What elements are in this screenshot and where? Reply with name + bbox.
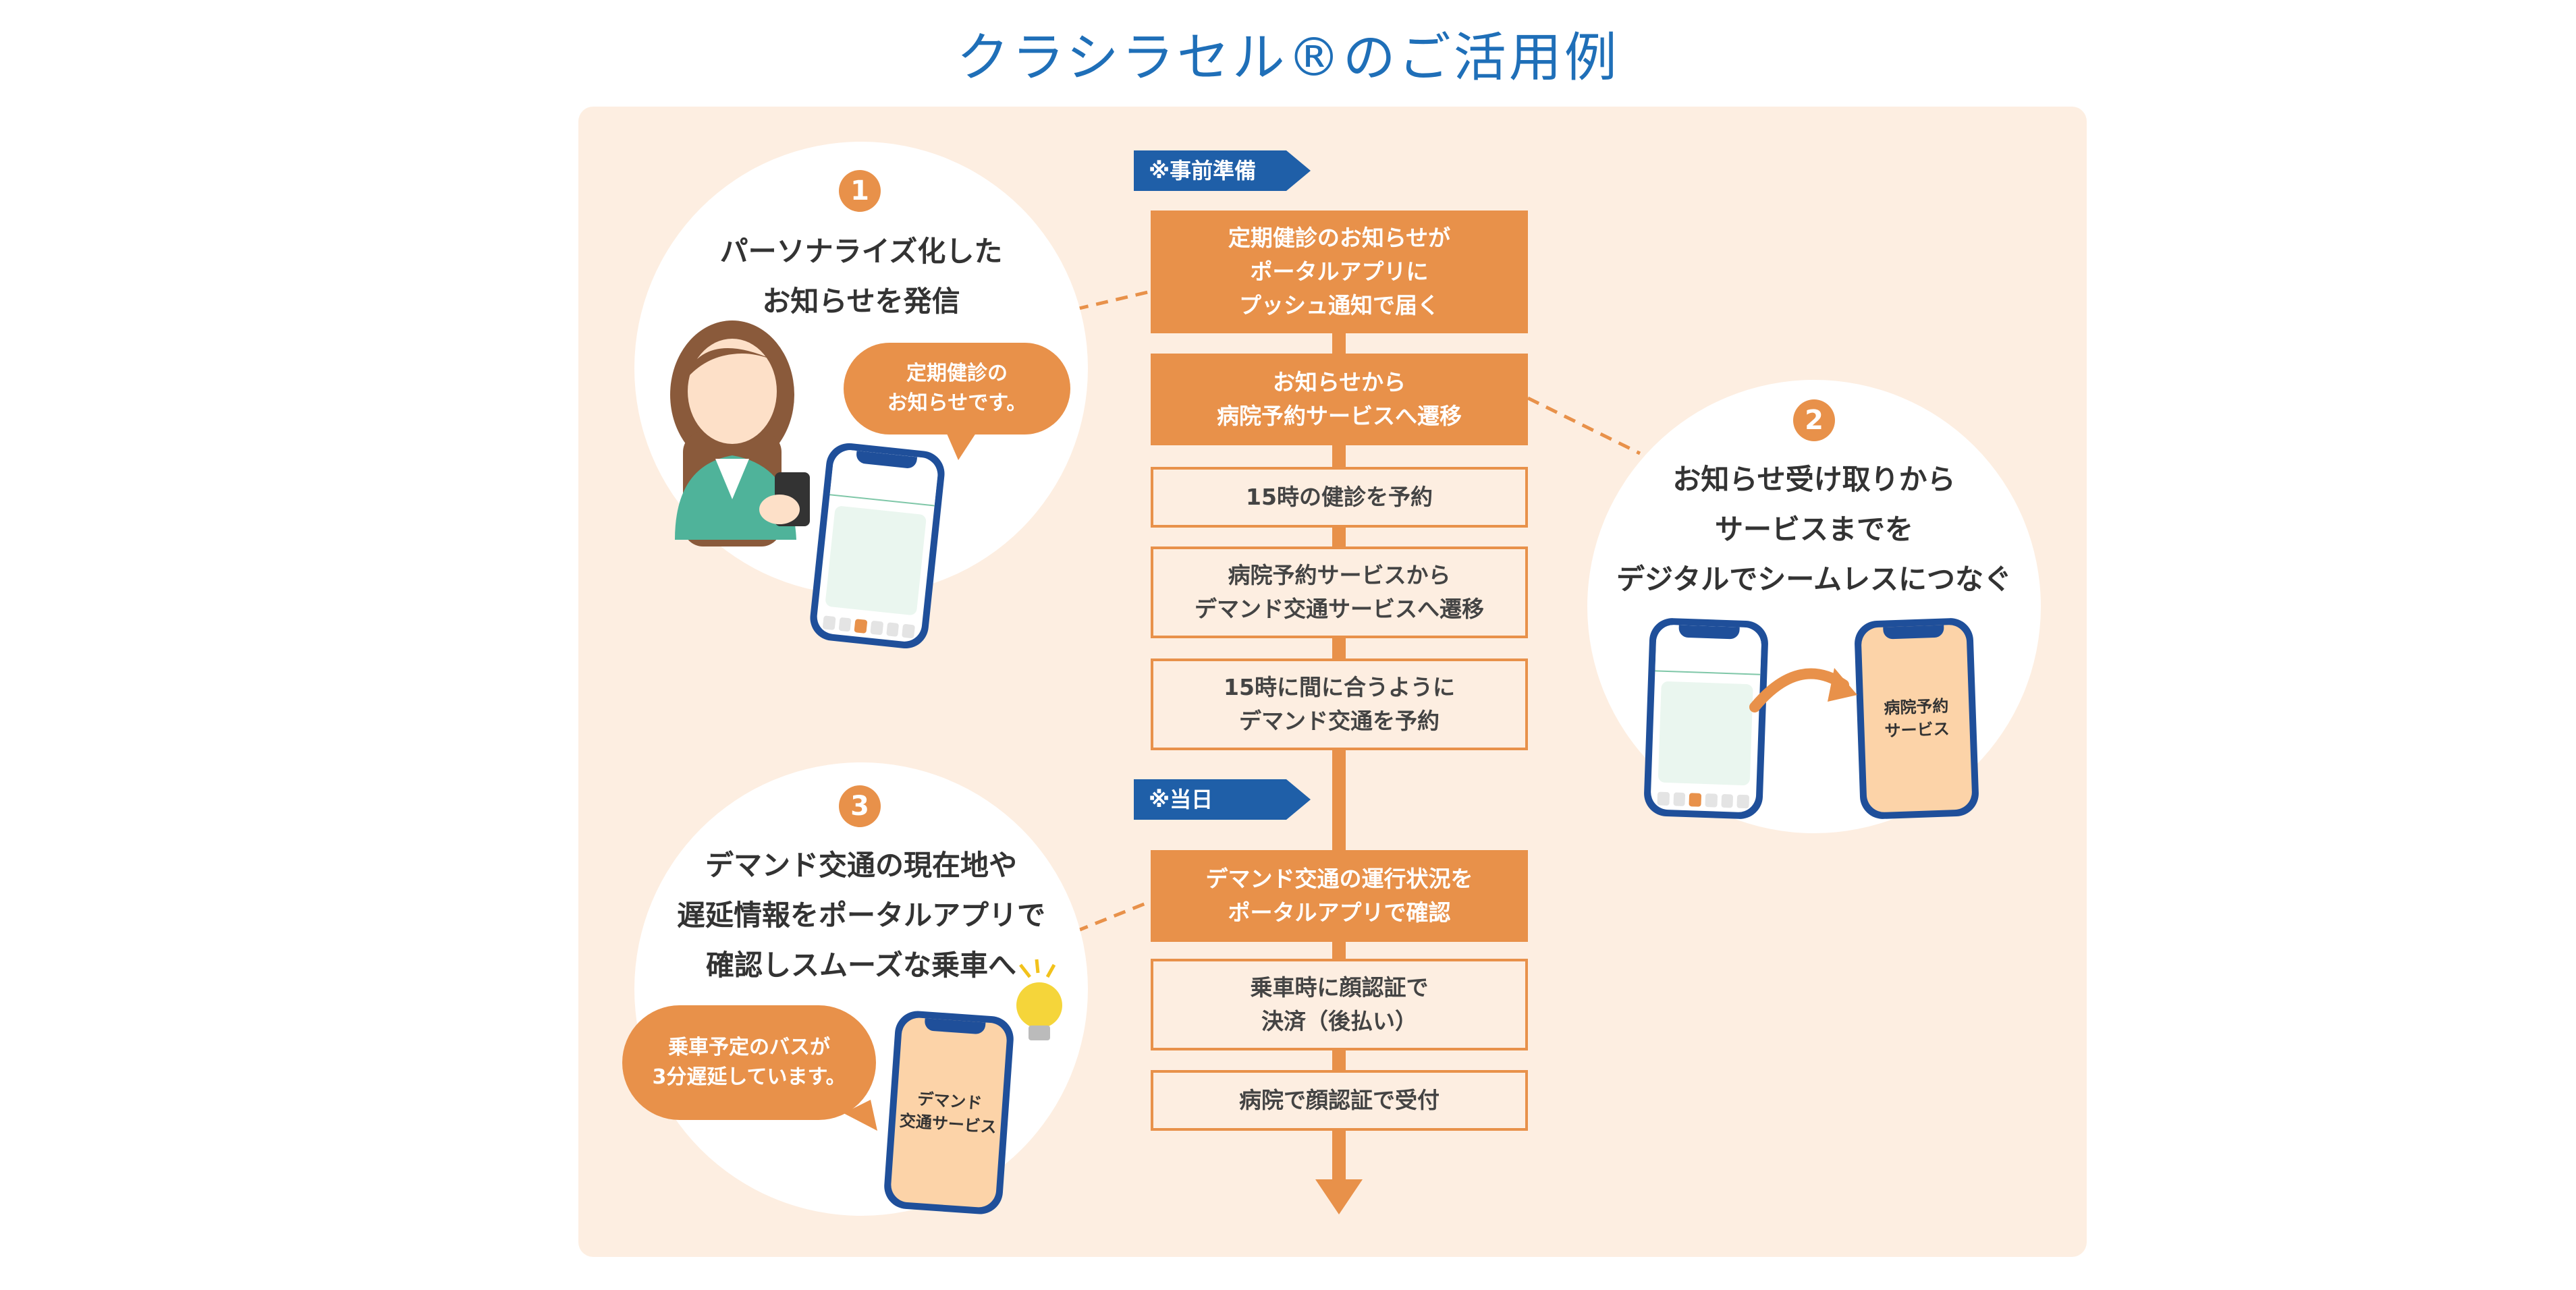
tag-day: ※当日 <box>1134 779 1311 820</box>
connector-2 <box>1527 396 1641 455</box>
point-3-circle <box>634 762 1088 1216</box>
flow-arrow-head <box>1315 1179 1363 1214</box>
point-3-bubble: 乗車予定のバスが 3分遅延しています。 <box>622 1005 876 1120</box>
page-title: クラシラセル®のご活用例 <box>956 28 1620 88</box>
point-3-text: デマンド交通の現在地や 遅延情報をポータルアプリで 確認しスムーズな乗車へ <box>676 849 1045 982</box>
point-2-number: 2 <box>1793 399 1835 441</box>
point-1-number: 1 <box>839 170 881 212</box>
tag-prep: ※事前準備 <box>1134 150 1311 191</box>
step-3: 15時の健診を予約 <box>1151 467 1528 528</box>
step-4: 病院予約サービスから デマンド交通サービスへ遷移 <box>1151 546 1528 638</box>
point-1-bubble: 定期健診の お知らせです。 <box>844 343 1070 434</box>
step-1: 定期健診のお知らせが ポータルアプリに プッシュ通知で届く <box>1151 211 1528 333</box>
step-7: 乗車時に顔認証で 決済（後払い） <box>1151 959 1528 1050</box>
point-3-number: 3 <box>839 785 881 827</box>
point-1-text: パーソナライズ化した お知らせを発信 <box>719 235 1003 318</box>
step-8: 病院で顔認証で受付 <box>1151 1070 1528 1131</box>
step-6: デマンド交通の運行状況を ポータルアプリで確認 <box>1151 850 1528 942</box>
connector-1 <box>1076 289 1151 311</box>
connector-3 <box>1076 899 1151 933</box>
step-5: 15時に間に合うように デマンド交通を予約 <box>1151 658 1528 750</box>
point-2-text: お知らせ受け取りから サービスまでを デジタルでシームレスにつなぐ <box>1616 463 2012 596</box>
step-2: お知らせから 病院予約サービスへ遷移 <box>1151 354 1528 445</box>
